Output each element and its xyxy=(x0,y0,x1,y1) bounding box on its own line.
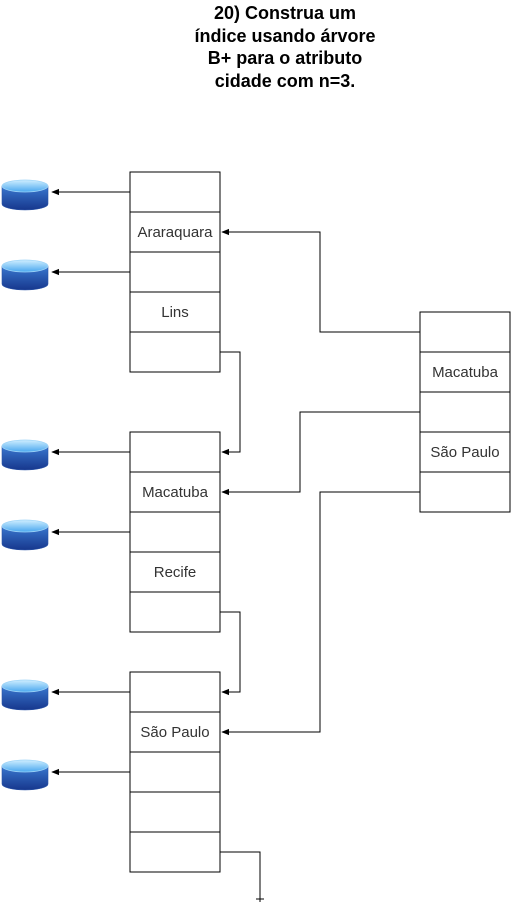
leaf1-cell-2 xyxy=(129,251,221,293)
root-cell-label-3: São Paulo xyxy=(430,444,499,461)
leaf-chain-arrow-2 xyxy=(220,611,241,696)
root-cell-2 xyxy=(419,391,511,433)
pointer-arrows xyxy=(51,188,420,902)
leaf2-cell-2 xyxy=(129,511,221,553)
root-cell-0 xyxy=(419,311,511,353)
leaf3-cell-3 xyxy=(129,791,221,833)
leaf-chain-arrow-1 xyxy=(220,351,241,456)
leaf1-cell-4 xyxy=(129,331,221,373)
root-cell-label-1: Macatuba xyxy=(432,364,499,381)
leaf3-cell-2 xyxy=(129,751,221,793)
leaf3-cell-4 xyxy=(129,831,221,873)
leaf2-cell-1 xyxy=(129,471,221,513)
diagram-title: 20) Construa um índice usando árvore B+ … xyxy=(194,3,376,91)
database-icon xyxy=(1,259,49,291)
database-icon xyxy=(1,759,49,791)
leaf1-cell-label-1: Araraquara xyxy=(137,224,213,241)
leaf1-cell-0 xyxy=(129,171,221,213)
root-pointer-arrow-3 xyxy=(221,491,420,736)
root-pointer-arrow-2 xyxy=(221,411,420,496)
leaf3-cell-0 xyxy=(129,671,221,713)
leaf2-cell-4 xyxy=(129,591,221,633)
leaf2-cell-label-3: Recife xyxy=(154,564,197,581)
leaf3-cell-label-1: São Paulo xyxy=(140,724,209,741)
root-cell-1 xyxy=(419,351,511,393)
root-pointer-arrow-1 xyxy=(221,228,420,333)
leaf1-cell-1 xyxy=(129,211,221,253)
leaf2-cell-3 xyxy=(129,551,221,593)
database-icon xyxy=(1,439,49,471)
leaf3-node: São Paulo xyxy=(129,671,221,873)
root-cell-4 xyxy=(419,471,511,513)
leaf2-cell-label-1: Macatuba xyxy=(142,484,209,501)
leaf-chain-end-line xyxy=(220,851,261,902)
database-icon xyxy=(1,679,49,711)
database-icon xyxy=(1,179,49,211)
database-icon xyxy=(1,519,49,551)
leaf1-cell-3 xyxy=(129,291,221,333)
leaf3-cell-1 xyxy=(129,711,221,753)
leaf2-cell-0 xyxy=(129,431,221,473)
leaf1-cell-label-3: Lins xyxy=(161,304,189,321)
data-records xyxy=(1,179,49,791)
